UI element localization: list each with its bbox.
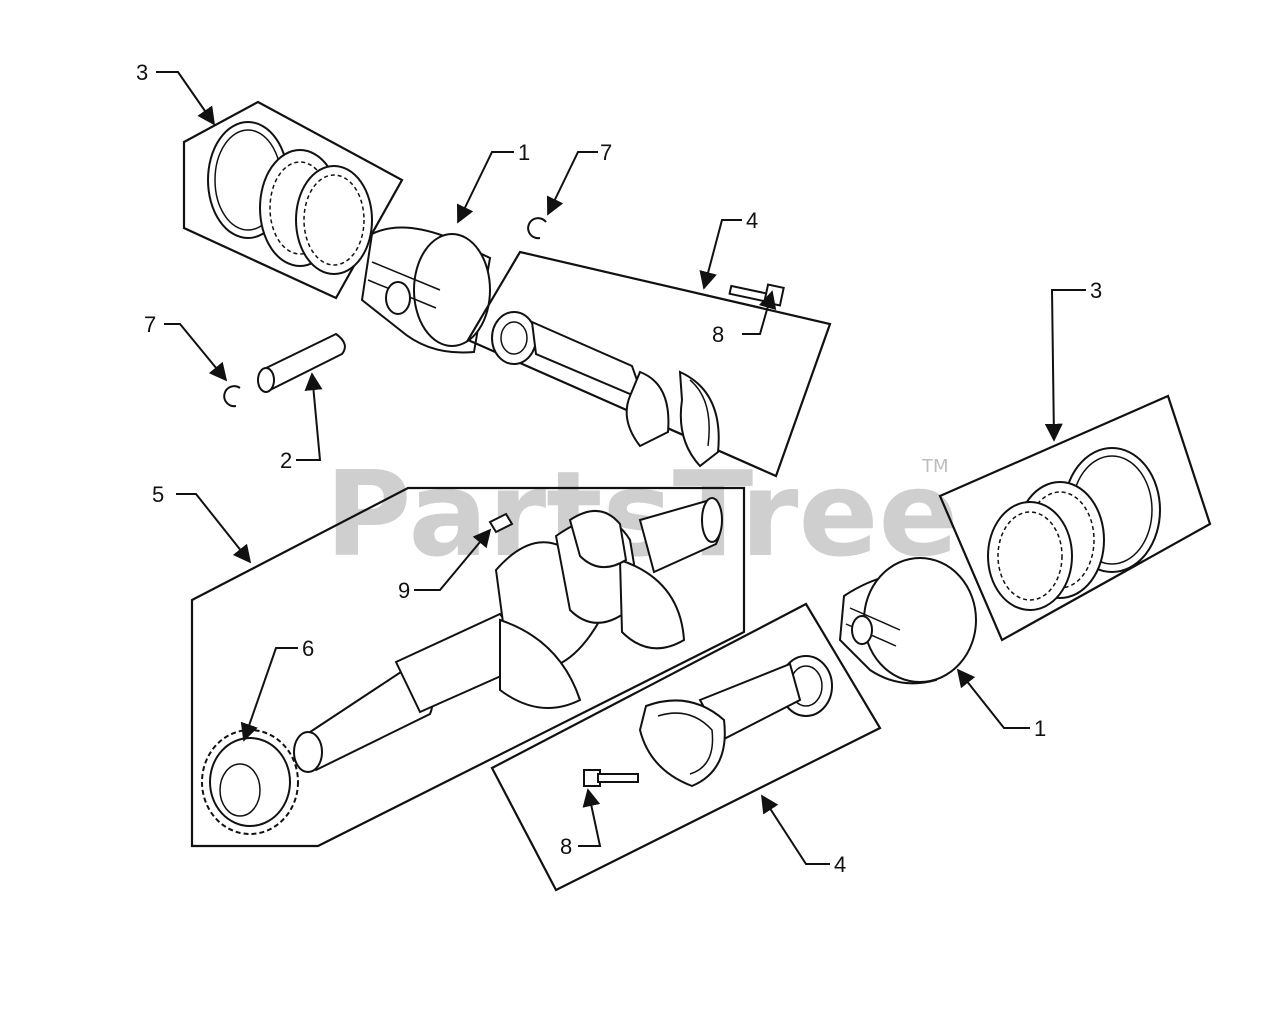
clip-left[interactable] bbox=[223, 385, 241, 408]
callout-clip-left: 7 bbox=[144, 312, 156, 337]
callout-conrod-bottom: 4 bbox=[834, 852, 846, 877]
watermark-trademark: TM bbox=[921, 456, 949, 477]
ring-set-right[interactable] bbox=[938, 394, 1212, 642]
leader-lines bbox=[156, 71, 1086, 865]
callout-key: 9 bbox=[398, 578, 410, 603]
crank-gear[interactable] bbox=[201, 729, 299, 835]
piston-top[interactable] bbox=[360, 226, 492, 354]
callout-gear: 6 bbox=[302, 636, 314, 661]
callout-piston-pin: 2 bbox=[280, 448, 292, 473]
callout-clip-top: 7 bbox=[600, 140, 612, 165]
callout-bolt-top: 8 bbox=[712, 322, 724, 347]
callout-conrod-top: 4 bbox=[746, 208, 758, 233]
piston-right[interactable] bbox=[838, 557, 977, 685]
callout-crankshaft: 5 bbox=[152, 482, 164, 507]
callout-piston-right: 1 bbox=[1034, 716, 1046, 741]
clip-top[interactable] bbox=[527, 217, 547, 240]
piston-pin[interactable] bbox=[257, 332, 346, 393]
callout-piston-top: 1 bbox=[518, 140, 530, 165]
watermark: PartsTree bbox=[325, 445, 959, 583]
callout-ring-set-top: 3 bbox=[136, 60, 148, 85]
conrod-bottom[interactable] bbox=[490, 602, 882, 892]
ring-set-top[interactable] bbox=[182, 100, 404, 300]
callout-ring-set-right: 3 bbox=[1090, 278, 1102, 303]
conrod-top[interactable] bbox=[466, 250, 832, 478]
callout-bolt-bottom: 8 bbox=[560, 834, 572, 859]
crankshaft-assembly[interactable] bbox=[190, 486, 746, 848]
